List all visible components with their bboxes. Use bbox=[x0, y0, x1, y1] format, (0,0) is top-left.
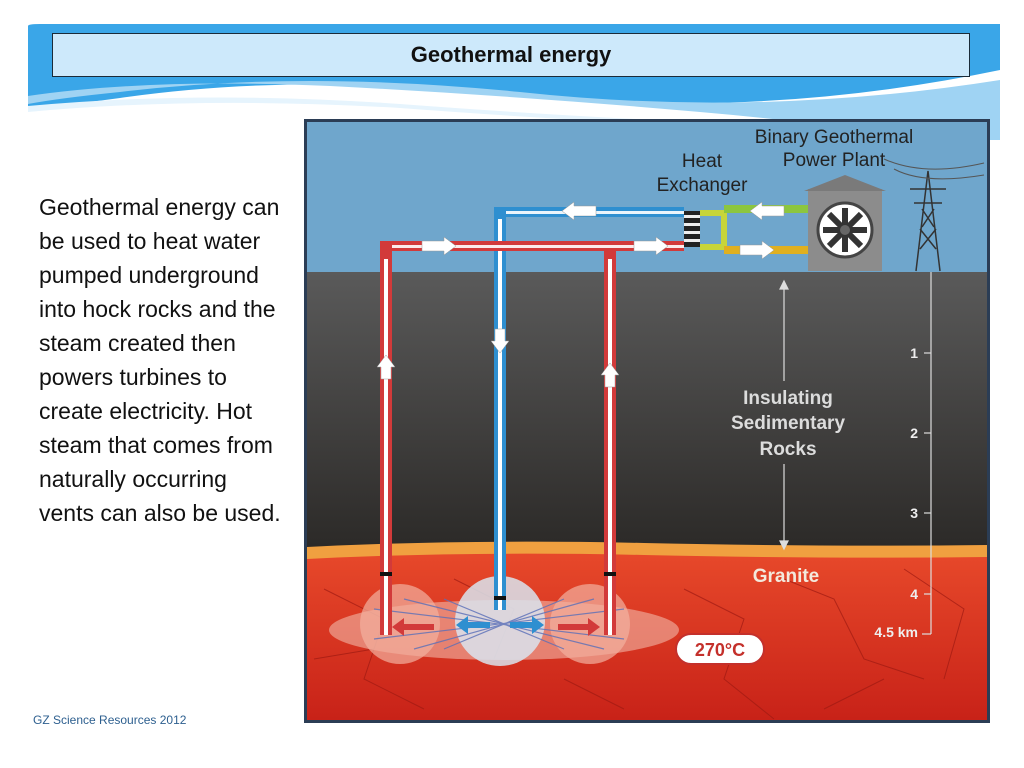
rock-label-line2: Sedimentary bbox=[731, 413, 845, 434]
depth-label-1: 1 bbox=[910, 345, 918, 361]
flow-arrows bbox=[376, 201, 785, 388]
geothermal-diagram: Binary Geothermal Power Plant Heat Excha… bbox=[304, 119, 990, 723]
sediment-thickness-arrow bbox=[779, 279, 789, 551]
plant-label-line2: Power Plant bbox=[783, 150, 886, 171]
rock-label-line1: Insulating bbox=[743, 388, 833, 409]
slide-footer: GZ Science Resources 2012 bbox=[33, 713, 187, 727]
depth-label-4-5km: 4.5 km bbox=[874, 624, 918, 640]
production-well-left bbox=[380, 247, 392, 635]
depth-label-4: 4 bbox=[910, 586, 918, 602]
sedimentary-layer bbox=[307, 272, 987, 547]
granite-label: Granite bbox=[753, 566, 820, 587]
slide-title: Geothermal energy bbox=[52, 33, 970, 77]
temperature-badge: 270°C bbox=[675, 633, 765, 665]
injection-well bbox=[494, 207, 506, 610]
heat-exchanger bbox=[684, 211, 700, 247]
fracture-network bbox=[373, 598, 625, 650]
granite-boundary bbox=[307, 541, 987, 559]
reservoir-arrows bbox=[392, 616, 600, 636]
rock-label-line3: Rocks bbox=[759, 439, 816, 460]
slide-body-text: Geothermal energy can be used to heat wa… bbox=[39, 194, 281, 526]
exchanger-label-line1: Heat bbox=[682, 151, 723, 172]
depth-label-2: 2 bbox=[910, 425, 918, 441]
production-well-right bbox=[604, 247, 616, 635]
depth-scale bbox=[922, 272, 932, 635]
power-plant-building bbox=[804, 175, 886, 271]
transmission-tower bbox=[883, 158, 985, 272]
depth-label-3: 3 bbox=[910, 505, 918, 521]
injection-zone bbox=[455, 576, 545, 666]
temperature-label: 270°C bbox=[695, 640, 745, 660]
exchanger-label-line2: Exchanger bbox=[657, 175, 749, 196]
plant-label-line1: Binary Geothermal bbox=[755, 127, 913, 148]
